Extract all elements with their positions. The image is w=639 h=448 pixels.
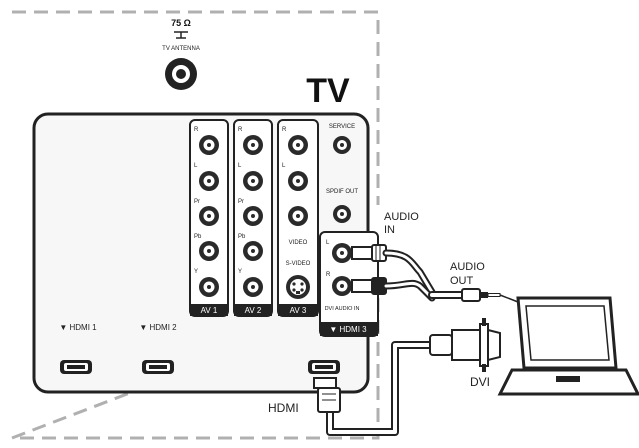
- audio-out-label: AUDIO: [450, 261, 485, 273]
- av1-jack-label: L: [194, 163, 198, 169]
- av3-jacks: R L VIDEO S-VIDEO: [282, 127, 311, 299]
- audio-in-label: AUDIO: [384, 211, 419, 223]
- dvi-label: DVI: [470, 375, 490, 389]
- dvi-connector: [429, 318, 501, 372]
- dvi-audio-jack-label: L: [326, 240, 330, 246]
- hdmi1-label: ▼ HDMI 1: [59, 323, 97, 332]
- audio-in-label-2: IN: [384, 224, 395, 236]
- hdmi3-label: ▼ HDMI 3: [329, 325, 367, 334]
- dvi-audio-jack-label: R: [326, 272, 331, 278]
- av1-jack-label: Pb: [194, 234, 202, 240]
- av2-jack-label: Y: [238, 269, 242, 275]
- audio-cable: [382, 249, 466, 302]
- dvi-hdmi-cable: [326, 341, 430, 436]
- av2-label-bar: [234, 304, 272, 316]
- av1-jack-label: R: [194, 127, 199, 133]
- laptop-icon: [497, 296, 639, 396]
- hdmi1-port: [60, 360, 92, 374]
- av1-jack-label: Pr: [194, 199, 200, 205]
- av3-jack-label: L: [282, 163, 286, 169]
- av2-label: AV 2: [245, 306, 262, 315]
- av2-jack-label: Pb: [238, 234, 246, 240]
- tv-label: TV: [306, 72, 350, 110]
- dashed-border: [11, 10, 380, 440]
- dvi-audio-in-label: DVI AUDIO IN: [325, 306, 360, 312]
- av3-jack-label: R: [282, 127, 287, 133]
- audio-out-plug: [461, 288, 519, 303]
- av3-label: AV 3: [290, 306, 307, 315]
- dvi-audio-l-jack: [332, 243, 352, 263]
- av1-jack-label: Y: [194, 269, 198, 275]
- svideo-label: S-VIDEO: [286, 261, 311, 267]
- av2-jack-label: Pr: [238, 199, 244, 205]
- hdmi-label: HDMI: [268, 401, 299, 415]
- av1-label-bar: [190, 304, 228, 316]
- svideo-jack: [286, 275, 310, 299]
- antenna-label: TV ANTENNA: [162, 46, 200, 52]
- video-label: VIDEO: [289, 240, 308, 246]
- hdmi3-label-bar: [320, 322, 378, 336]
- antenna-ohm-label: 75 Ω: [171, 18, 191, 28]
- spdif-out-label: SPDIF OUT: [326, 189, 358, 195]
- hdmi2-label: ▼ HDMI 2: [139, 323, 177, 332]
- av1-label: AV 1: [201, 306, 218, 315]
- hdmi2-port: [142, 360, 174, 374]
- audio-rca-plugs: [351, 244, 387, 295]
- antenna-jack: [165, 58, 197, 90]
- service-jack: [333, 136, 351, 154]
- hdmi3-port: [308, 360, 340, 374]
- service-label: SERVICE: [329, 124, 355, 130]
- dvi-audio-r-jack: [332, 276, 352, 296]
- av2-jack-label: L: [238, 163, 242, 169]
- spdif-out-jack: [333, 205, 351, 223]
- av2-jacks: R L Pr Pb Y: [238, 127, 263, 297]
- av1-jacks: R L Pr Pb Y: [194, 127, 219, 297]
- hdmi-connector: [313, 377, 341, 413]
- audio-out-label-2: OUT: [450, 275, 474, 287]
- av3-label-bar: [278, 304, 318, 316]
- av2-jack-label: R: [238, 127, 243, 133]
